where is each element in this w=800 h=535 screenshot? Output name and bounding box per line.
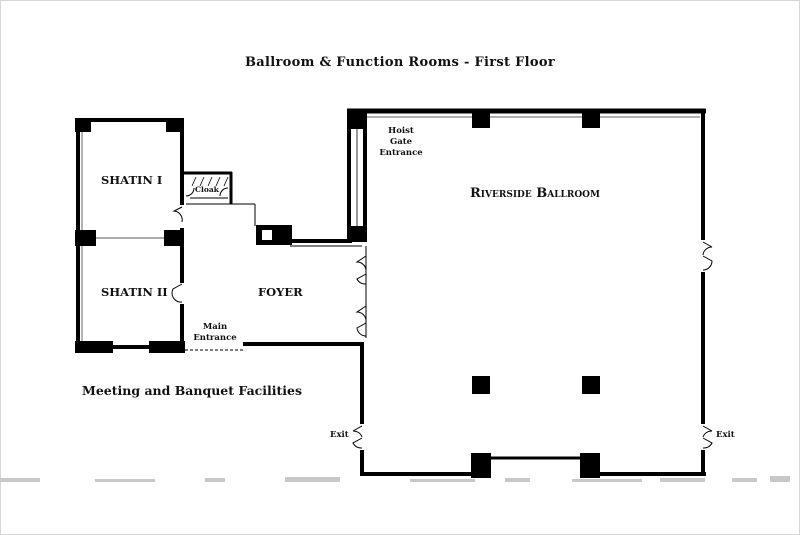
room-label-shatin-2: SHATIN II — [101, 285, 168, 299]
room-label-riverside-ballroom: Riverside Ballroom — [470, 186, 600, 201]
cloak-room — [182, 171, 255, 205]
hoist-gate-entrance-label: Hoist Gate Entrance — [378, 126, 424, 159]
scan-noise-strip — [0, 476, 790, 482]
door-swings — [171, 206, 713, 449]
room-label-cloak: Cloak — [195, 185, 219, 194]
room-label-foyer: FOYER — [258, 285, 303, 299]
hoist-label-line-3: Entrance — [379, 148, 423, 158]
room-label-shatin-1: SHATIN I — [101, 173, 163, 187]
shatin-columns — [75, 118, 185, 353]
facilities-subtitle: Meeting and Banquet Facilities — [82, 383, 303, 398]
ballroom-walls — [347, 108, 706, 476]
foyer-walls — [185, 204, 364, 351]
exit-label-right: Exit — [716, 430, 735, 440]
ballroom-columns — [347, 111, 600, 478]
exit-label-left: Exit — [330, 430, 349, 440]
main-entrance-label: Main Entrance — [190, 322, 240, 344]
main-entrance-line-2: Entrance — [193, 333, 237, 343]
hoist-label-line-1: Hoist — [388, 126, 414, 136]
page-title: Ballroom & Function Rooms - First Floor — [244, 55, 556, 70]
main-entrance-line-1: Main — [202, 322, 228, 332]
hoist-label-line-2: Gate — [389, 137, 413, 147]
ballroom-bottom-alcove — [491, 458, 580, 480]
foyer-column — [256, 225, 292, 245]
